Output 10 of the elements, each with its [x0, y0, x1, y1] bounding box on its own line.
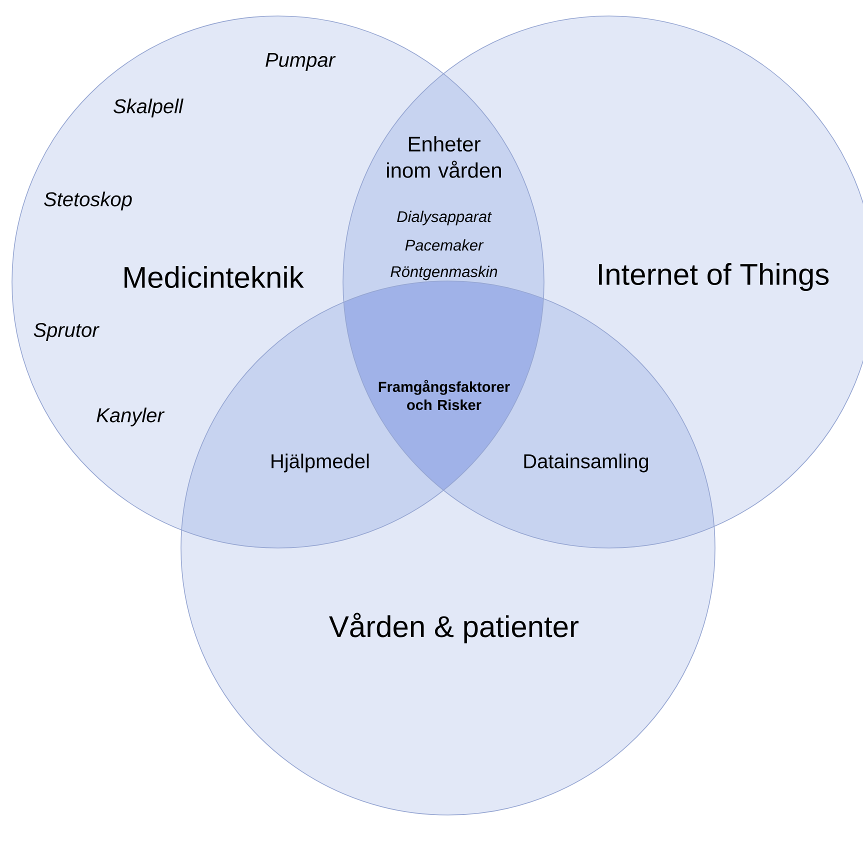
region-label: Sprutor: [34, 322, 100, 342]
region-label: Skalpell: [114, 98, 184, 118]
region-label: Framgångsfaktorer och Risker: [378, 380, 510, 410]
region-label: Pacemaker: [405, 239, 484, 251]
region-label: Stetoskop: [44, 192, 132, 210]
region-label: Dialysapparat: [397, 210, 492, 226]
region-label: Enheter inom vården: [387, 136, 501, 178]
region-label: Röntgenmaskin: [390, 266, 498, 280]
region-label: Pumpar: [266, 53, 336, 71]
region-label: Kanyler: [96, 408, 165, 426]
